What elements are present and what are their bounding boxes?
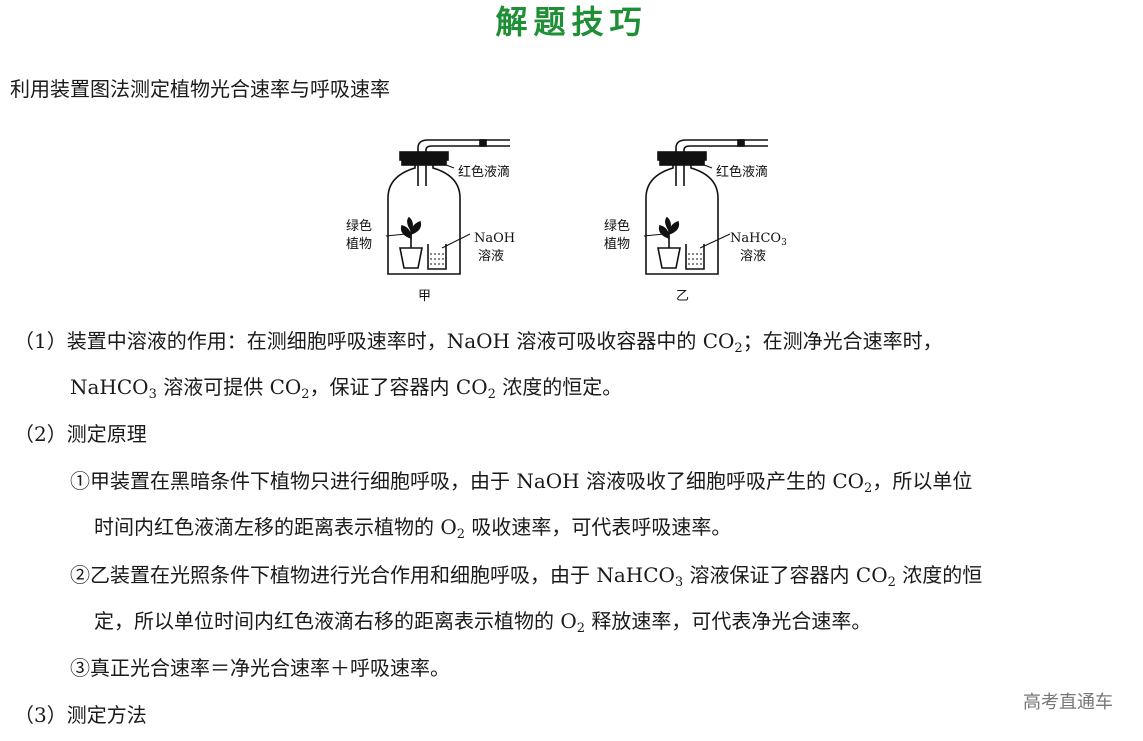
section-2-heading: （2）测定原理 <box>14 422 147 446</box>
red-drop-jia <box>479 139 487 147</box>
paragraph-1-line-1: （1）装置中溶液的作用：在测细胞呼吸速率时，NaOH 溶液可吸收容器中的 CO2… <box>14 329 943 356</box>
apparatus-jia <box>385 139 510 275</box>
principle-1-line-1: ①甲装置在黑暗条件下植物只进行细胞呼吸，由于 NaOH 溶液吸收了细胞呼吸产生的… <box>70 469 973 496</box>
principle-2-line-2: 定，所以单位时间内红色液滴右移的距离表示植物的 O2 释放速率，可代表净光合速率… <box>94 609 872 636</box>
watermark: 高考直通车 <box>1023 692 1113 713</box>
principle-1-line-2: 时间内红色液滴左移的距离表示植物的 O2 吸收速率，可代表呼吸速率。 <box>94 515 732 542</box>
drop-label-jia: 红色液滴 <box>458 164 510 180</box>
page-title: 解题技巧 <box>495 3 648 41</box>
intro-text: 利用装置图法测定植物光合速率与呼吸速率 <box>10 77 390 101</box>
plant-label-jia-1: 绿色 <box>346 218 372 234</box>
plant-label-yi-2: 植物 <box>604 237 630 252</box>
plant-label-jia-2: 植物 <box>346 237 372 252</box>
solution-label-jia-1: NaOH <box>474 231 515 246</box>
caption-jia: 甲 <box>418 289 431 304</box>
principle-3: ③真正光合速率＝净光合速率＋呼吸速率。 <box>70 656 450 680</box>
red-drop-yi <box>737 139 745 147</box>
caption-yi: 乙 <box>676 289 689 304</box>
apparatus-diagram: 红色液滴 绿色 植物 NaOH 溶液 甲 红色液滴 绿色 植物 NaHCO3 溶… <box>346 139 787 304</box>
plant-label-yi-1: 绿色 <box>604 218 630 234</box>
section-3-heading: （3）测定方法 <box>14 703 147 727</box>
solution-label-jia-2: 溶液 <box>478 249 504 264</box>
apparatus-yi <box>643 139 768 275</box>
drop-label-yi: 红色液滴 <box>716 164 768 180</box>
principle-2-line-1: ②乙装置在光照条件下植物进行光合作用和细胞呼吸，由于 NaHCO3 溶液保证了容… <box>70 563 983 590</box>
solution-label-yi-2: 溶液 <box>740 249 766 264</box>
solution-label-yi-1: NaHCO3 <box>730 231 787 248</box>
paragraph-1-line-2: NaHCO3 溶液可提供 CO2，保证了容器内 CO2 浓度的恒定。 <box>70 375 623 402</box>
